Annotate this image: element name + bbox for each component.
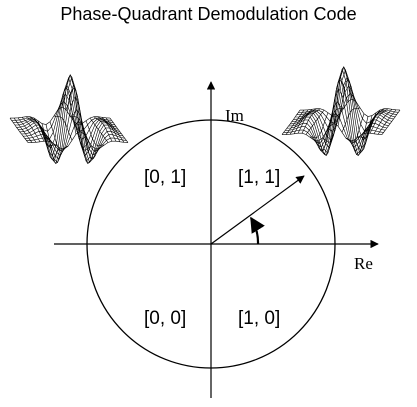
wavelet-mesh-line (101, 117, 121, 142)
wavelet-mesh-line (11, 101, 112, 132)
quadrant-label-bottom-left: [0, 0] (144, 308, 186, 329)
wavelet-mesh-line (69, 115, 89, 141)
phase-angle-arc (250, 216, 265, 245)
wavelet-mesh-line (305, 109, 325, 135)
wavelet-mesh-line (13, 117, 33, 143)
wavelet-mesh-line (109, 117, 129, 143)
imag-axis-label: Im (225, 106, 244, 125)
wavelet-mesh-line (105, 117, 125, 143)
wavelet-mesh-line (289, 109, 309, 135)
wavelet-mesh-line (28, 131, 129, 150)
wavelet-mesh-line (10, 106, 111, 125)
wavelet-mesh-line (282, 123, 383, 142)
wavelet-mesh-line (49, 121, 69, 151)
real-axis-label: Re (354, 254, 373, 273)
wavelet-mesh-line (357, 112, 377, 138)
wavelet-mesh-line (21, 83, 122, 163)
wavelet-mesh-line (37, 120, 57, 146)
wavelet-mesh-line (45, 124, 65, 164)
wavelet-mesh-line (25, 116, 45, 142)
wavelet-mesh-line (24, 108, 125, 156)
wavelet-mesh-line (77, 124, 97, 164)
wavelet-mesh-line (57, 87, 77, 135)
wavelet-mesh-line (313, 115, 333, 152)
wavelet-mesh-line (41, 123, 61, 160)
quadrant-label-top-left: [0, 1] (144, 167, 186, 188)
wavelet-mesh-line (23, 95, 124, 160)
wavelet-mesh-line (301, 108, 321, 134)
wavelet-mesh-line (18, 73, 119, 162)
wavelet-mesh-line (21, 117, 41, 142)
wavelet-mesh-line (61, 74, 81, 132)
wavelet-mesh-line (377, 109, 397, 135)
wavelet-mesh-line (365, 108, 385, 134)
wavelet-mesh-line (26, 121, 127, 152)
quadrant-label-top-right: [1, 1] (238, 167, 280, 188)
wavelet-mesh-line (293, 109, 313, 134)
wavelet-mesh-line (300, 98, 401, 117)
wavelet-mesh-line (14, 84, 115, 149)
wavelet-mesh-line (369, 108, 389, 134)
diagram-title: Phase-Quadrant Demodulation Code (60, 4, 357, 24)
wavelet-surface-right-icon (281, 65, 401, 157)
wavelet-mesh-line (341, 107, 361, 133)
wavelet-mesh-line (285, 109, 305, 135)
wavelet-surface-left-icon (9, 73, 129, 165)
wavelet-mesh-line (81, 123, 101, 160)
wavelet-mesh-line (373, 109, 393, 134)
wavelet-mesh-line (85, 120, 105, 146)
wavelet-mesh-line (9, 117, 29, 143)
wavelet-mesh-line (281, 109, 301, 135)
wavelet-mesh-line (89, 117, 109, 143)
wavelet-mesh-line (345, 113, 365, 143)
quadrant-label-bottom-right: [1, 0] (238, 308, 280, 329)
wavelet-mesh-line (97, 116, 117, 142)
wavelet-mesh-line (16, 77, 117, 157)
phase-vector (210, 175, 305, 245)
wavelet-mesh-line (321, 113, 341, 143)
wavelet-mesh-line (19, 76, 120, 165)
wavelet-mesh-line (317, 116, 337, 156)
wavelet-mesh-line (65, 87, 85, 135)
wavelet-mesh-line (337, 79, 357, 127)
wavelet-mesh-line (93, 116, 113, 142)
wavelet-mesh-line (381, 109, 401, 135)
wavelet-mesh-line (53, 115, 73, 141)
wavelet-mesh-line (283, 113, 384, 144)
wavelet-mesh-line (297, 108, 317, 134)
wavelet-mesh-line (333, 66, 353, 124)
wavelet-mesh-line (309, 112, 329, 138)
wavelet-mesh-line (329, 79, 349, 127)
wavelet-mesh-line (285, 100, 386, 148)
wavelet-mesh-line (17, 117, 37, 143)
